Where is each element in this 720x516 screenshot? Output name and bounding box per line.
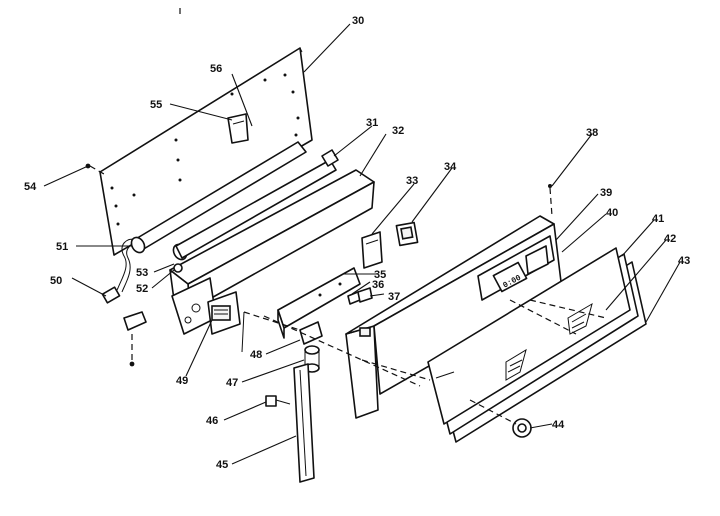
back-panel-part-30	[99, 47, 313, 256]
callout-48: 48	[250, 349, 262, 361]
callout-34: 34	[444, 161, 457, 173]
callout-44: 44	[552, 419, 565, 431]
callout-51: 51	[56, 241, 68, 253]
fitting-part-46	[265, 395, 291, 407]
alignment-lines	[89, 8, 607, 425]
clip-part-37	[357, 287, 373, 303]
callout-47: 47	[226, 377, 238, 389]
callout-46: 46	[206, 415, 218, 427]
knob-part-44	[512, 418, 532, 438]
support-rail-part-32	[169, 159, 375, 335]
callout-37: 37	[388, 291, 400, 303]
callout-43: 43	[678, 255, 690, 267]
callout-53: 53	[136, 267, 148, 279]
tube-part-51	[130, 141, 307, 254]
screw-part-38	[548, 184, 552, 188]
callout-56: 56	[210, 63, 222, 75]
callout-40: 40	[606, 207, 618, 219]
callout-31: 31	[366, 117, 378, 129]
glass-panel-part-43	[427, 247, 647, 443]
callout-38: 38	[586, 127, 598, 139]
end-strip-part-45	[293, 363, 315, 483]
callout-49: 49	[176, 375, 188, 387]
leader-lines	[43, 23, 681, 465]
clip-part-31	[321, 149, 339, 167]
callout-32: 32	[392, 125, 404, 137]
bar-part-35	[277, 267, 361, 339]
callout-54: 54	[24, 181, 37, 193]
end-cap-part-39	[345, 215, 555, 419]
callout-35: 35	[374, 269, 386, 281]
callout-41: 41	[652, 213, 664, 225]
cap-part-52	[173, 263, 183, 273]
switch-part-34	[395, 221, 419, 247]
callout-33: 33	[406, 175, 418, 187]
callout-50: 50	[50, 275, 62, 287]
callout-52: 52	[136, 283, 148, 295]
callout-42: 42	[664, 233, 676, 245]
callout-36: 36	[372, 279, 384, 291]
callout-55: 55	[150, 99, 162, 111]
callout-45: 45	[216, 459, 228, 471]
bracket-part-33	[361, 231, 383, 269]
control-panel-part-40: 0:00	[373, 223, 563, 395]
bracket-part-49	[207, 291, 245, 353]
callout-30: 30	[352, 15, 364, 27]
connector-part-50	[123, 311, 147, 367]
callout-labels: 30 31 32 33 34 35 36 37 38 39 40 41 42 4…	[24, 15, 690, 471]
knob-part-48	[299, 321, 323, 373]
callout-39: 39	[600, 187, 612, 199]
